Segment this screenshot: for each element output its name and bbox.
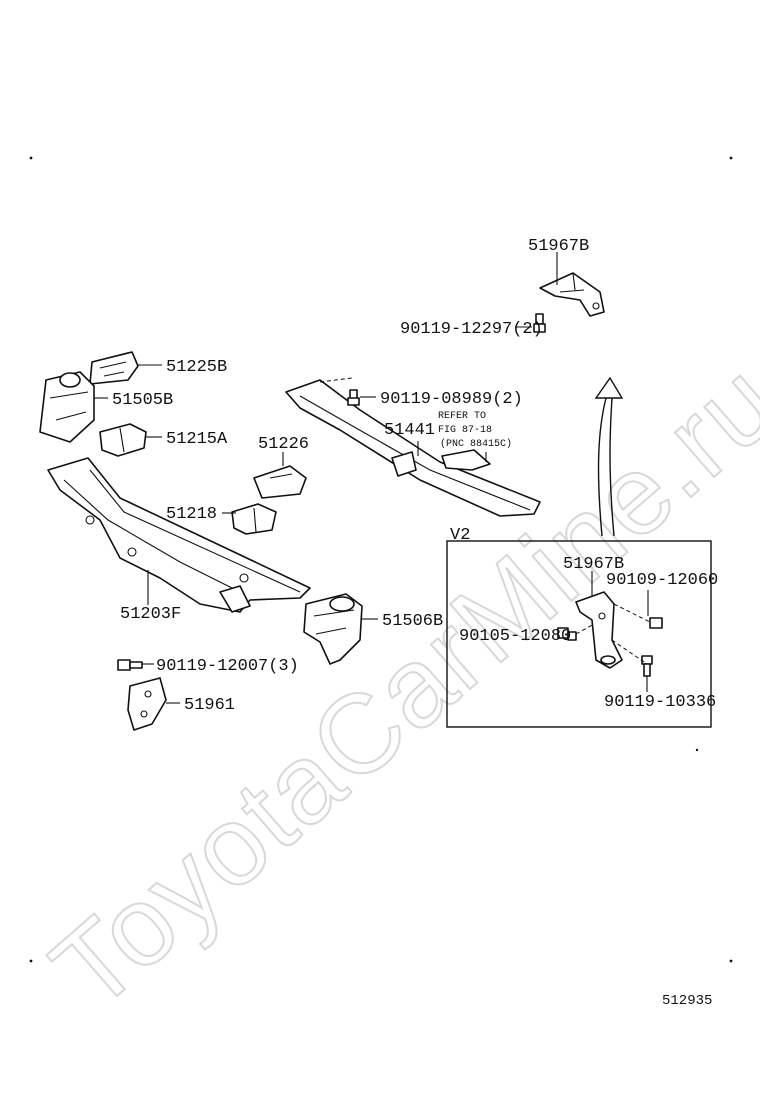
bolt-90119-08989-drawing (347, 389, 360, 406)
bolt-90119-12007-drawing (117, 659, 143, 671)
bracket-51961-drawing (127, 677, 167, 731)
bracket-51967b-drawing (539, 272, 605, 317)
reference-note-line2: FIG 87-18 (438, 425, 492, 436)
label-51505b: 51505B (112, 391, 173, 410)
label-51215a: 51215A (166, 430, 228, 449)
part-labels: 51967B 90119-12297(2) 51225B 51505B 5121… (112, 237, 718, 1009)
label-inset-51967b: 51967B (563, 555, 624, 574)
label-51961: 51961 (184, 696, 235, 715)
inset-bracket-drawing (575, 591, 623, 669)
rail-51441-drawing (285, 379, 541, 517)
label-90119-10336: 90119-10336 (604, 693, 716, 712)
diagram-id: 512935 (662, 993, 712, 1009)
referenced-part-drawing (441, 449, 491, 471)
label-51226: 51226 (258, 435, 309, 454)
reference-note-line3: (PNC 88415C) (440, 438, 512, 450)
inset-bolt-90109-12060-drawing (649, 617, 663, 629)
label-51203f: 51203F (120, 605, 181, 624)
cushion-51215a-drawing (99, 423, 147, 457)
label-51441: 51441 (384, 421, 435, 440)
label-51506b: 51506B (382, 612, 443, 631)
label-90119-12007: 90119-12007(3) (156, 657, 299, 676)
inset-bolt-90105-12080-drawing (557, 627, 577, 641)
mount-51505b-drawing (39, 371, 95, 443)
inset-v2-box (446, 540, 712, 728)
label-90105-12080: 90105-12080 (459, 627, 571, 646)
crossmember-51203f-drawing (47, 457, 311, 613)
label-90119-08989: 90119-08989(2) (380, 390, 523, 409)
bracket-51225b-drawing (89, 351, 139, 385)
label-90119-12297: 90119-12297(2) (400, 320, 543, 339)
mount-51506b-drawing (303, 593, 363, 665)
inset-bolt-90119-10336-drawing (641, 655, 653, 677)
direction-arrow (594, 376, 624, 537)
bracket-51226-drawing (253, 465, 307, 499)
label-90109-12060: 90109-12060 (606, 571, 718, 590)
registration-dots (29, 156, 733, 963)
reference-note-line1: REFER TO (438, 411, 486, 422)
inset-title: V2 (450, 526, 470, 545)
bolt-90119-12297-drawing (533, 313, 546, 333)
label-51218: 51218 (166, 505, 217, 524)
cushion-51218-drawing (231, 503, 277, 535)
label-51225b: 51225B (166, 358, 227, 377)
label-51967b: 51967B (528, 237, 589, 256)
